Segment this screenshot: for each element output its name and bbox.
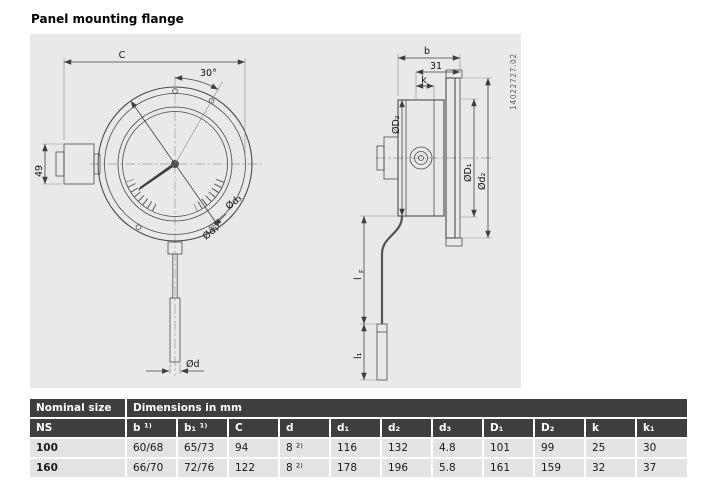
col-header-D1: D₁ <box>483 418 535 439</box>
col-header-k1: k₁ <box>636 418 688 439</box>
table-cell: 160 <box>30 458 127 479</box>
table-cell: 65/73 <box>177 438 229 459</box>
table-cell: 4.8 <box>432 438 484 459</box>
col-header-b: b ¹⁾ <box>126 418 178 439</box>
col-header-k: k <box>585 418 637 439</box>
table-cell: 72/76 <box>177 458 229 479</box>
table-cell: 5.8 <box>432 458 484 479</box>
connection-box <box>63 143 95 185</box>
table-cell: 32 <box>585 458 637 479</box>
table-cell: 122 <box>228 458 280 479</box>
col-header-D2: D₂ <box>534 418 586 439</box>
side-view: b 31 k ØD₂ ØD₁ <box>353 46 494 381</box>
table-cell: 94 <box>228 438 280 459</box>
dim-label-k: k <box>421 75 427 86</box>
gauge-needle <box>138 162 175 191</box>
dim-label-D1: ØD₁ <box>463 163 474 182</box>
table-cell: 8 ²⁾ <box>279 438 331 459</box>
flange-clamp-top <box>445 69 463 79</box>
box-connector <box>93 153 101 175</box>
stem-nut <box>167 241 183 255</box>
dim-label-lf: l <box>353 277 364 280</box>
table-row-ns160: 160 66/70 72/76 122 8 ²⁾ 178 196 5.8 161… <box>30 458 688 479</box>
table-column-header-row: NS b ¹⁾ b₁ ¹⁾ C d d₁ d₂ d₃ D₁ D₂ k k₁ <box>30 418 688 439</box>
table-row-ns100: 100 60/68 65/73 94 8 ²⁾ 116 132 4.8 101 … <box>30 438 688 459</box>
dim-label-angle: 30° <box>200 68 217 79</box>
capillary <box>380 215 404 324</box>
table-cell: 99 <box>534 438 586 459</box>
dim-label-D2: ØD₂ <box>391 115 402 134</box>
technical-drawing: 49 C 30° Ød₁ Ød₃ <box>34 46 518 381</box>
flange-clamp-bottom <box>445 237 463 247</box>
table-cell: 30 <box>636 438 688 459</box>
dim-label-l1: l₁ <box>353 352 364 359</box>
drawing-number: 14022727.02 <box>509 53 518 110</box>
group-header-dimensions: Dimensions in mm <box>126 399 688 419</box>
table-group-header-row: Nominal size Dimensions in mm <box>30 399 688 419</box>
dim-label-d2-outer: Ød₂ <box>477 172 488 190</box>
dim-label-d3: Ød₃ <box>224 193 244 213</box>
table-cell: 132 <box>381 438 433 459</box>
col-header-d3: d₃ <box>432 418 484 439</box>
table-cell: 60/68 <box>126 438 178 459</box>
dimensions-table: Nominal size Dimensions in mm NS b ¹⁾ b₁… <box>30 399 688 479</box>
drawing-panel: 49 C 30° Ød₁ Ød₃ <box>30 34 521 388</box>
table-cell: 25 <box>585 438 637 459</box>
table-cell: 100 <box>30 438 127 459</box>
col-header-d: d <box>279 418 331 439</box>
col-header-ns: NS <box>30 418 127 439</box>
table-cell: 116 <box>330 438 382 459</box>
table-cell: 178 <box>330 458 382 479</box>
col-header-b1: b₁ ¹⁾ <box>177 418 229 439</box>
page-title: Panel mounting flange <box>31 12 184 26</box>
probe-front <box>169 297 181 363</box>
table-cell: 161 <box>483 458 535 479</box>
group-header-nominal-size: Nominal size <box>30 399 127 419</box>
col-header-d1: d₁ <box>330 418 382 439</box>
front-view: 49 C 30° Ød₁ Ød₃ <box>34 50 262 376</box>
table-cell: 196 <box>381 458 433 479</box>
dim-label-49: 49 <box>34 165 45 177</box>
col-header-c: C <box>228 418 280 439</box>
dim-label-c: C <box>119 50 126 61</box>
dim-label-d: Ød <box>186 359 200 370</box>
probe-side <box>376 323 388 381</box>
dim-label-lf-sub: F <box>358 269 366 273</box>
cable-gland <box>55 151 65 177</box>
table-cell: 66/70 <box>126 458 178 479</box>
table-cell: 37 <box>636 458 688 479</box>
flange-hole <box>135 224 142 231</box>
dim-label-31: 31 <box>430 61 442 72</box>
cable-gland-side <box>376 145 385 171</box>
table-cell: 101 <box>483 438 535 459</box>
dim-label-b: b <box>424 46 430 57</box>
table-cell: 159 <box>534 458 586 479</box>
col-header-d2: d₂ <box>381 418 433 439</box>
table-cell: 8 ²⁾ <box>279 458 331 479</box>
